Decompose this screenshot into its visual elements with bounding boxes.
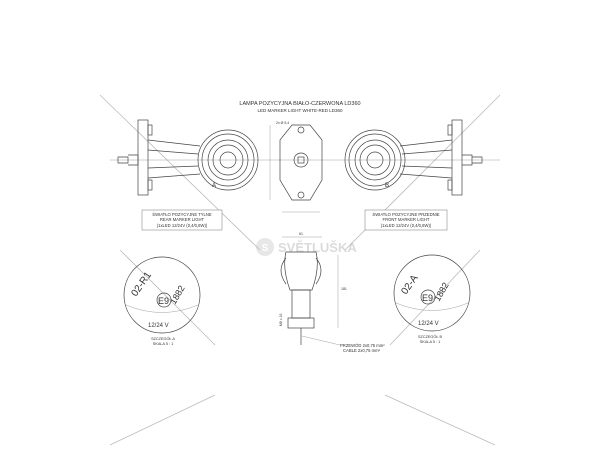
svg-text:CABLE 2x0,75 mm²: CABLE 2x0,75 mm²	[343, 348, 381, 353]
svg-text:E9: E9	[422, 293, 433, 303]
svg-text:ŚWIATŁO POZYCYJNE TYLNE: ŚWIATŁO POZYCYJNE TYLNE	[152, 212, 212, 217]
title-pl: LAMPA POZYCYJNA BIAŁO-CZERWONA LD360	[239, 101, 360, 107]
svg-text:FRONT MARKER LIGHT: FRONT MARKER LIGHT	[383, 217, 430, 222]
svg-text:PRZEWÓD 2x0,75 mm²: PRZEWÓD 2x0,75 mm²	[340, 343, 385, 348]
title-en: LED MARKER LIGHT WHITE-RED LD360	[258, 108, 343, 113]
detail-b: 02-A E9 1882 12/24 V SZCZEGÓŁ B SKALA 5 …	[393, 254, 471, 344]
svg-text:M8 x 16: M8 x 16	[279, 313, 283, 326]
side-view: 61 181 M8 x 16	[279, 232, 347, 346]
section-mark-a: A	[212, 183, 216, 189]
watermark-text: SVĚTLUŠKA	[278, 240, 357, 255]
detail-a: 02-R1 E9 1882 12/24 V SZCZEGÓŁ A SKALA 5…	[123, 256, 201, 346]
svg-text:SKALA 5 : 1: SKALA 5 : 1	[153, 342, 173, 346]
svg-text:SZCZEGÓŁ A: SZCZEGÓŁ A	[151, 336, 175, 341]
svg-text:E9: E9	[158, 296, 169, 306]
svg-text:02-R1: 02-R1	[129, 270, 154, 299]
rear-label-box: ŚWIATŁO POZYCYJNE TYLNE REAR MARKER LIGH…	[141, 209, 223, 231]
watermark-logo: S SVĚTLUŠKA	[256, 238, 357, 256]
svg-text:02-A: 02-A	[399, 273, 420, 297]
svg-text:(1xLED 12/24V (0,4/0,8W)): (1xLED 12/24V (0,4/0,8W))	[157, 223, 208, 228]
section-mark-b: B	[385, 183, 389, 189]
svg-text:REAR MARKER LIGHT: REAR MARKER LIGHT	[160, 217, 205, 222]
rear-lamp-view: A	[117, 119, 259, 196]
hole-dimension: 2x Ø 5,4	[276, 121, 289, 125]
section-lines	[99, 94, 501, 446]
svg-text:12/24 V: 12/24 V	[418, 321, 439, 327]
front-view: 2x Ø 5,4	[269, 121, 323, 213]
front-label-box: ŚWIATŁO POZYCYJNE PRZEDNIE FRONT MARKER …	[364, 209, 448, 231]
svg-text:181: 181	[341, 287, 347, 291]
svg-text:12/24 V: 12/24 V	[148, 323, 169, 329]
svg-text:ŚWIATŁO POZYCYJNE PRZEDNIE: ŚWIATŁO POZYCYJNE PRZEDNIE	[372, 212, 439, 217]
svg-text:SKALA 5 : 1: SKALA 5 : 1	[420, 340, 440, 344]
front-lamp-view: B	[344, 119, 483, 196]
svg-text:S: S	[262, 243, 269, 254]
cable-label: PRZEWÓD 2x0,75 mm² CABLE 2x0,75 mm²	[340, 343, 385, 353]
svg-text:61: 61	[299, 232, 303, 236]
svg-text:(1xLED 12/24V (0,4/0,8W)): (1xLED 12/24V (0,4/0,8W))	[381, 223, 432, 228]
svg-text:SZCZEGÓŁ B: SZCZEGÓŁ B	[418, 334, 443, 339]
svg-text:1882: 1882	[168, 284, 187, 306]
